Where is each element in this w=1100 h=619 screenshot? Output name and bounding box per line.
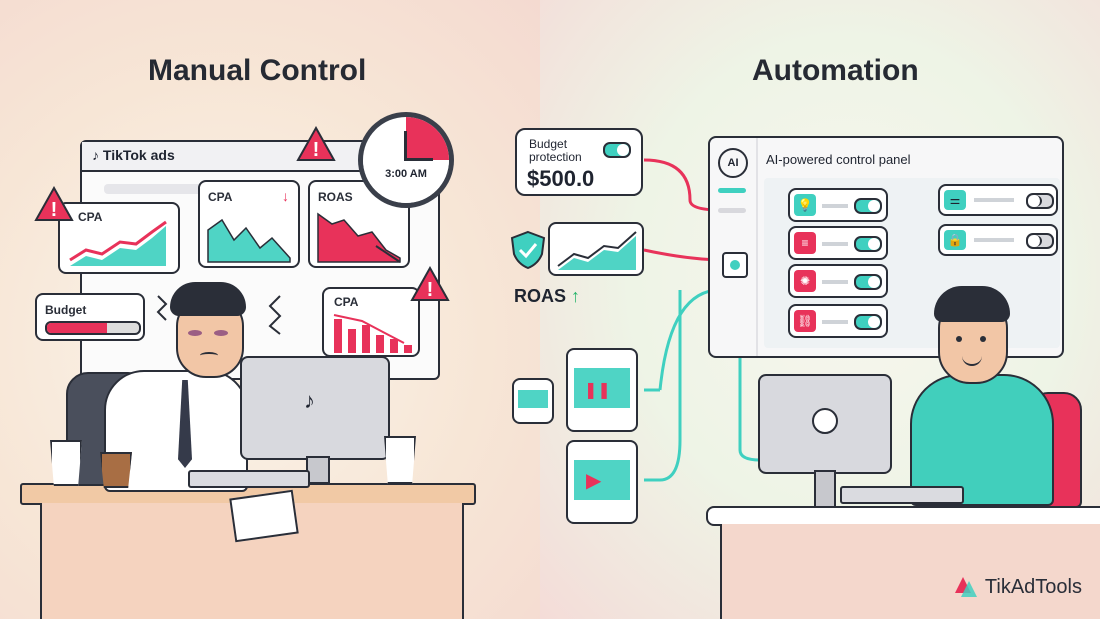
svg-text:!: !: [313, 139, 320, 161]
roas-rising-card: [548, 222, 644, 276]
smile: [962, 354, 982, 366]
svg-text:!: !: [51, 199, 58, 221]
budget-protection-card: Budget protection $500.0: [515, 128, 643, 196]
coffee-cup: [50, 440, 82, 486]
budget-card: Budget: [35, 293, 145, 341]
budget-protection-toggle[interactable]: [603, 142, 631, 158]
play-icon: ▶: [586, 470, 602, 492]
rule-toggle[interactable]: [854, 314, 882, 330]
setting-toggle[interactable]: [1026, 193, 1054, 209]
cpa-rising-chart: [69, 220, 167, 266]
roas-falling-chart: [317, 212, 401, 263]
setting-row-lock[interactable]: 🔒: [938, 224, 1058, 256]
manual-control-title: Manual Control: [148, 54, 367, 87]
rule-row-bulb[interactable]: 💡: [788, 188, 888, 222]
monitor-logo-icon: [812, 408, 838, 434]
keyboard: [188, 470, 310, 488]
rule-row-bug[interactable]: ✺: [788, 264, 888, 298]
tiktok-ads-label: ♪ TikTok ads: [92, 147, 175, 163]
budget-protection-label: Budget protection: [529, 137, 582, 164]
roas-rising-chart: [557, 231, 637, 270]
paper-sheet: [229, 489, 299, 543]
shield-check-icon: [510, 230, 546, 270]
clock-time: 3:00 AM: [385, 168, 427, 180]
rule-row-link[interactable]: ⛓: [788, 304, 888, 338]
stressed-man-hair: [170, 282, 246, 316]
budget-value: $500.0: [527, 166, 595, 191]
setting-toggle[interactable]: [1026, 233, 1054, 249]
bulb-icon: 💡: [794, 194, 816, 216]
rule-toggle[interactable]: [854, 274, 882, 290]
panel-sidebar: AI: [710, 138, 758, 356]
rule-toggle[interactable]: [854, 236, 882, 252]
paused-ad-creative: ❚❚: [566, 348, 638, 432]
roas-label: ROAS ↑: [514, 286, 581, 306]
panel-title: AI-powered control panel: [766, 152, 911, 167]
ad-creative-source: [512, 378, 554, 424]
stress-squiggle: [156, 295, 282, 335]
desk-top: [706, 506, 1100, 526]
coffee-cup: [100, 452, 132, 488]
cpa-chart: [207, 218, 291, 263]
brand-logo: TikAdTools: [951, 573, 1082, 601]
calm-man-shirt: [910, 374, 1054, 506]
warning-icon: !: [410, 266, 450, 301]
pause-icon: ❚❚: [584, 382, 611, 399]
tie: [178, 380, 192, 468]
arrow-up-icon: ↑: [571, 286, 581, 306]
cpa-card: CPA: [322, 287, 420, 357]
rule-toggle[interactable]: [854, 198, 882, 214]
warning-icon: !: [34, 186, 74, 221]
arrow-down-icon: ↓: [282, 188, 289, 204]
automation-title: Automation: [752, 54, 919, 87]
monitor-stand: [814, 470, 836, 508]
coffee-cup: [384, 436, 416, 484]
tikadtools-logo-icon: [954, 577, 977, 597]
budget-icon: ≡: [794, 232, 816, 254]
bug-icon: ✺: [794, 270, 816, 292]
monitor: ♪: [240, 356, 390, 460]
cpa-card: CPA ↓: [198, 180, 300, 268]
keyboard: [840, 486, 964, 504]
ai-icon: AI: [718, 148, 748, 178]
setting-row-sliders[interactable]: ⚌: [938, 184, 1058, 216]
brand-name: TikAdTools: [984, 575, 1082, 598]
active-ad-creative: ▶: [566, 440, 638, 524]
clock-icon: 3:00 AM: [358, 112, 454, 208]
roas-card: ROAS: [308, 180, 410, 268]
desk-body: [720, 524, 1100, 619]
hub-node: [722, 252, 748, 278]
tiktok-icon: ♪: [92, 147, 99, 163]
lock-icon: 🔒: [944, 230, 966, 250]
tiktok-logo-icon: ♪: [304, 388, 315, 413]
calm-man-hair: [934, 286, 1010, 322]
cpa-card: CPA: [58, 202, 180, 274]
link-icon: ⛓: [794, 310, 816, 332]
budget-progress-fill: [47, 323, 107, 333]
budget-progress-bar: [45, 321, 141, 335]
rule-row-budget[interactable]: ≡: [788, 226, 888, 260]
svg-text:!: !: [427, 279, 434, 301]
monitor: [758, 374, 892, 474]
cpa-bar-chart: [333, 314, 412, 353]
warning-icon: !: [296, 126, 336, 161]
sliders-icon: ⚌: [944, 190, 966, 210]
